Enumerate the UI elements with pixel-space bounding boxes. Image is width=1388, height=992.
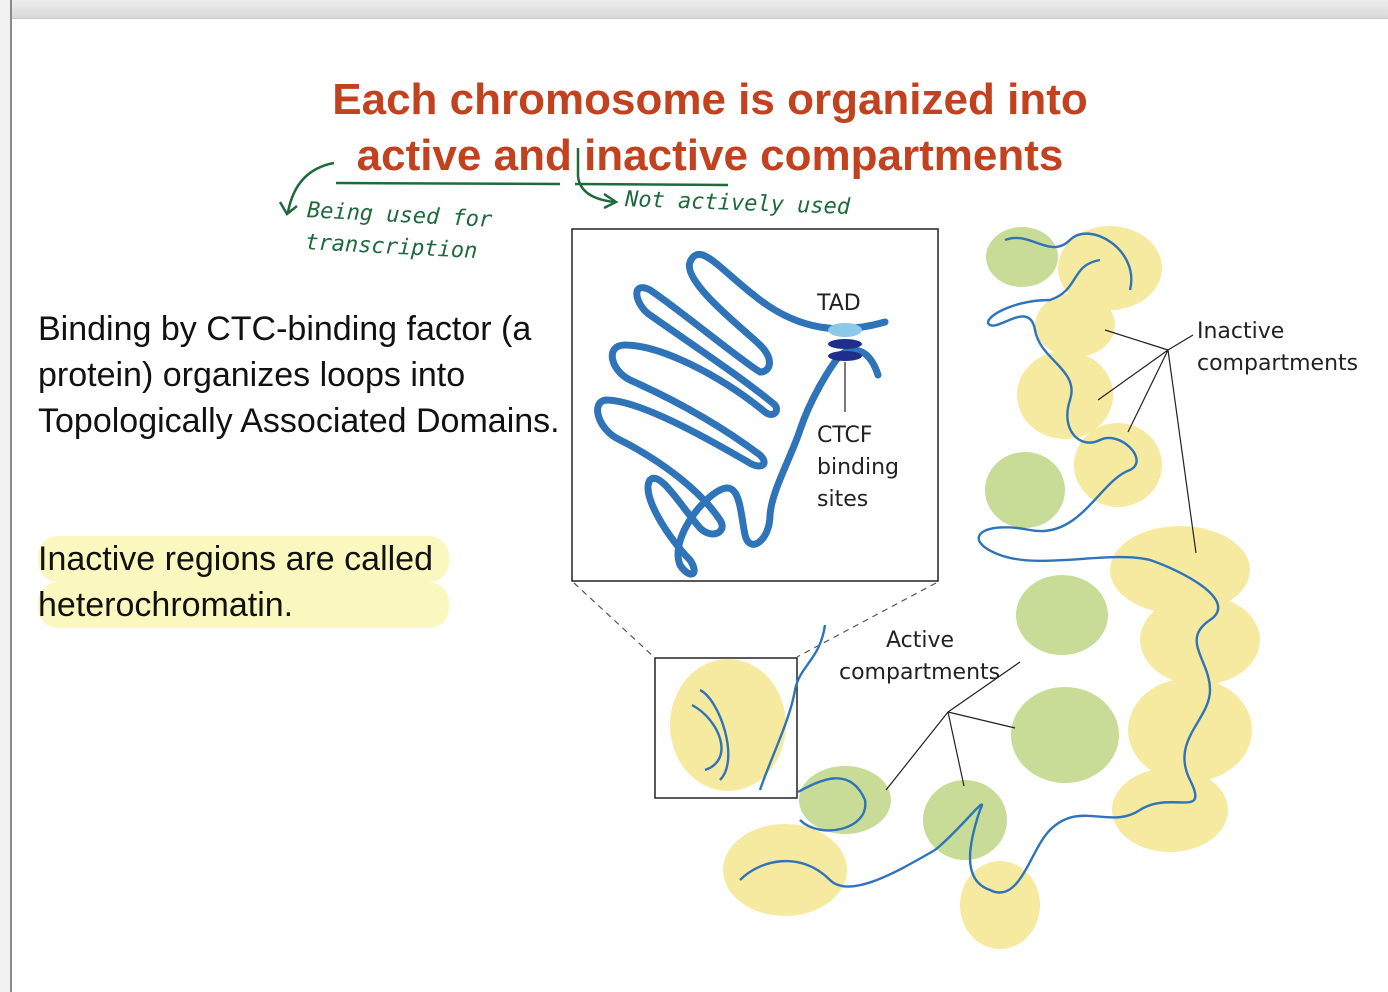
active-arrow	[278, 161, 335, 216]
tad-small-box	[654, 657, 798, 799]
zoom-line-left	[573, 582, 655, 658]
ctcf-label-line-1: CTCF	[817, 423, 873, 448]
ctcf-site-dark-1	[828, 339, 862, 349]
inactive-label-line-1: Inactive	[1197, 319, 1284, 344]
active-leaders	[885, 661, 1021, 791]
inactive-blobs	[670, 226, 1260, 949]
inactive-arrow	[576, 148, 619, 210]
tad-loop-chromatin	[594, 251, 889, 578]
active-label-line-2: compartments	[839, 660, 1000, 685]
ctcf-site-dark-2	[828, 351, 862, 361]
active-label-line-1: Active	[886, 628, 954, 653]
title-line-1: Each chromosome is organized into	[332, 75, 1088, 124]
active-underline	[335, 181, 561, 186]
inactive-leaders	[1097, 329, 1197, 554]
active-blobs	[799, 227, 1119, 860]
inactive-underline	[574, 182, 729, 187]
zoom-line-right	[796, 582, 937, 658]
active-handwritten-note: Being used for transcription	[304, 195, 493, 269]
slide-title: Each chromosome is organized into active…	[240, 72, 1180, 184]
tad-label: TAD	[816, 291, 861, 316]
highlight-line-1: Inactive regions are called	[38, 536, 450, 582]
heterochromatin-callout: Inactive regions are called heterochroma…	[38, 536, 450, 628]
highlight-line-2: heterochromatin.	[38, 582, 450, 628]
chromosome-strand	[691, 232, 1220, 894]
title-line-2: active and inactive compartments	[356, 131, 1064, 180]
ctcf-site-light	[828, 323, 862, 337]
window-top-bar	[12, 0, 1388, 19]
body-paragraph: Binding by CTC-binding factor (a protein…	[38, 310, 560, 440]
ctcf-label-line-2: binding	[817, 455, 899, 480]
ctcf-label-line-3: sites	[817, 487, 868, 512]
window-left-edge	[0, 0, 12, 992]
inactive-label-line-2: compartments	[1197, 351, 1358, 376]
